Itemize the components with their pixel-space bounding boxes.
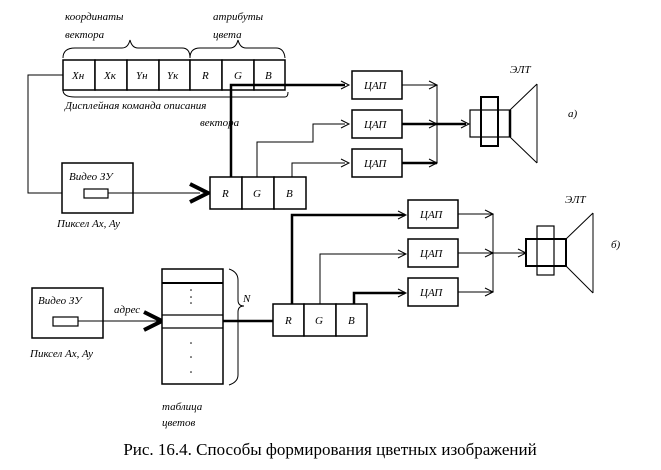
dac-b-3 — [407, 277, 459, 307]
pixel-a-label: Пиксел Ax, Ay — [56, 218, 120, 230]
bus-arrows-a — [428, 80, 471, 168]
register-b-label: B — [348, 315, 355, 327]
command-cell-label: Yк — [167, 70, 179, 82]
r-line-b — [290, 213, 405, 304]
video-memory-a-label: Видео ЗУ — [69, 171, 114, 183]
g-line-b — [319, 253, 405, 304]
command-cell-label: Xк — [103, 70, 117, 82]
register-a-cell — [273, 176, 307, 210]
b-line-a — [291, 162, 345, 177]
command-to-video-line — [27, 74, 80, 194]
command-cell — [94, 59, 128, 91]
crt-b-label: ЭЛТ — [565, 194, 587, 206]
command-cell-label: R — [201, 70, 209, 82]
command-cell — [189, 59, 223, 91]
crt-b — [525, 212, 594, 294]
register-b-cell — [303, 303, 337, 337]
register-b-label: G — [315, 315, 323, 327]
command-brace — [62, 89, 289, 98]
command-cell-label: Yн — [136, 70, 148, 82]
dac-b-1-label: ЦАП — [419, 209, 443, 221]
command-label-line1: Дисплейная команда описания — [64, 100, 206, 112]
video-memory-b-label: Видео ЗУ — [38, 295, 83, 307]
pixel-cell-b — [52, 316, 79, 327]
attrs-label-bottom: цвета — [213, 29, 242, 41]
register-b-cell — [335, 303, 368, 337]
register-a-cell — [209, 176, 243, 210]
command-cell-label: Xн — [71, 70, 85, 82]
b-line-b — [352, 291, 405, 304]
table-label-line2: цветов — [162, 417, 195, 429]
dac-a-1 — [351, 70, 403, 100]
command-cell — [126, 59, 160, 91]
coords-brace — [62, 39, 191, 59]
register-a-cell — [241, 176, 275, 210]
video-memory-a — [61, 162, 134, 214]
attrs-label-top: атрибуты — [213, 11, 264, 23]
dac-a-1-label: ЦАП — [363, 80, 387, 92]
attrs-brace — [189, 39, 286, 59]
dac-a-2-label: ЦАП — [363, 119, 387, 131]
dac-b-3-label: ЦАП — [419, 287, 443, 299]
n-brace — [228, 268, 245, 386]
dac-arrows-b — [397, 210, 408, 298]
crt-a-label: ЭЛТ — [510, 64, 532, 76]
g-line-a — [256, 123, 345, 177]
video-memory-b — [31, 287, 104, 339]
dac-b-1 — [407, 199, 459, 229]
register-a-label: G — [253, 188, 261, 200]
dac-a-3-label: ЦАП — [363, 158, 387, 170]
pixel-cell-a — [83, 188, 109, 199]
n-label: N — [242, 293, 251, 305]
figure-caption: Рис. 16.4. Способы формирования цветных … — [123, 440, 536, 459]
variant-b-label: б) — [611, 239, 621, 251]
command-label-line2: вектора — [200, 117, 240, 129]
register-a-label: R — [221, 188, 229, 200]
address-label: адрес — [114, 304, 140, 316]
crt-a — [469, 83, 538, 164]
register-b-label: R — [284, 315, 292, 327]
dac-arrows-a — [340, 80, 351, 168]
r-line-a — [229, 83, 345, 177]
big-arrow-a — [189, 182, 213, 204]
table-label-line1: таблица — [162, 401, 203, 413]
coords-label-top: координаты — [65, 11, 124, 23]
command-cell-label: B — [265, 70, 272, 82]
dac-b-2-label: ЦАП — [419, 248, 443, 260]
color-table — [161, 268, 224, 385]
variant-a-label: а) — [568, 108, 578, 120]
command-cell-label: G — [234, 70, 242, 82]
pixel-b-label: Пиксел Ax, Ay — [29, 348, 93, 360]
coords-label-bottom: вектора — [65, 29, 105, 41]
register-a-label: B — [286, 188, 293, 200]
